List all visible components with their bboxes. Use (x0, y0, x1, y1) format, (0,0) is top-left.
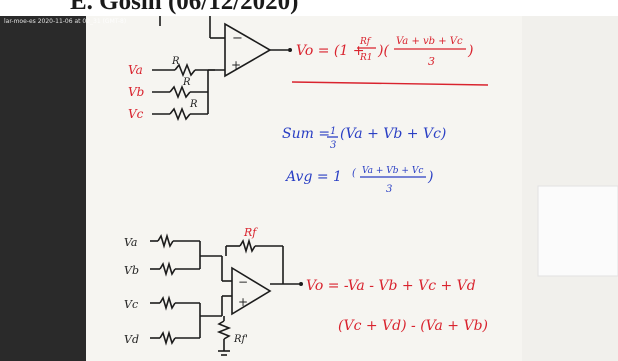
svg-text:): ) (467, 43, 473, 59)
resistor-label-c: R (189, 99, 198, 110)
summing-amp-circuit: − + (152, 16, 292, 122)
diff-summing-circuit: − + (150, 233, 303, 356)
resistor-label-a: R (171, 56, 180, 67)
sum-frac-num: 1 (330, 126, 336, 137)
bottom-output-eq-2: (Vc + Vd) - (Va + Vb) (338, 318, 488, 334)
input-label-vd-2: Vd (124, 333, 139, 346)
gain-frac-den: R1 (359, 53, 373, 63)
svg-text:−: − (232, 31, 243, 46)
svg-text:+: + (238, 295, 248, 309)
svg-text:)(: )( (377, 43, 389, 59)
svg-text:): ) (427, 169, 433, 185)
input-label-vc-2: Vc (124, 298, 138, 311)
svg-text:+: + (231, 58, 241, 72)
input-label-vb-2: Vb (124, 264, 139, 277)
input-label-vb: Vb (128, 85, 144, 99)
screen-reflection (537, 185, 618, 277)
input-label-va-2: Va (124, 236, 138, 249)
svg-text:−: − (238, 275, 248, 289)
feedback-label: Rf (243, 226, 258, 239)
caption-bar: E. Gosin (06/12/2020) (0, 0, 618, 16)
input-label-vc: Vc (128, 107, 144, 121)
whiteboard: − + R R R Va Vb Vc Vo = (1 + Rf R1 )( Va… (0, 16, 618, 361)
gain-frac-num: Rf (359, 37, 372, 47)
avg-lhs: Avg = 1 (284, 169, 342, 185)
video-overlay-text: lar-moe-es 2020-11-06 at 02_31 (GMT-8) (4, 18, 127, 25)
svg-text:(: ( (352, 168, 357, 179)
avg-num: Va + Vb + Vc (362, 166, 423, 176)
caption-text: E. Gosin (06/12/2020) (70, 0, 299, 15)
input-label-va: Va (128, 63, 143, 77)
sum-frac-den: 3 (330, 140, 336, 151)
avg-den: 3 (386, 184, 392, 195)
avg-denominator: 3 (428, 55, 435, 68)
ground-res-label: Rf' (233, 334, 248, 345)
avg-numerator: Va + vb + Vc (396, 36, 463, 47)
bottom-output-eq: Vo = -Va - Vb + Vc + Vd (306, 278, 476, 294)
sum-lhs: Sum = (282, 126, 330, 142)
resistor-label-b: R (182, 77, 191, 88)
sum-rhs: (Va + Vb + Vc) (340, 126, 446, 142)
output-eq-left: Vo = (1 + (296, 43, 364, 59)
video-frame[interactable]: lar-moe-es 2020-11-06 at 02_31 (GMT-8) −… (0, 16, 618, 361)
underline (291, 81, 489, 86)
